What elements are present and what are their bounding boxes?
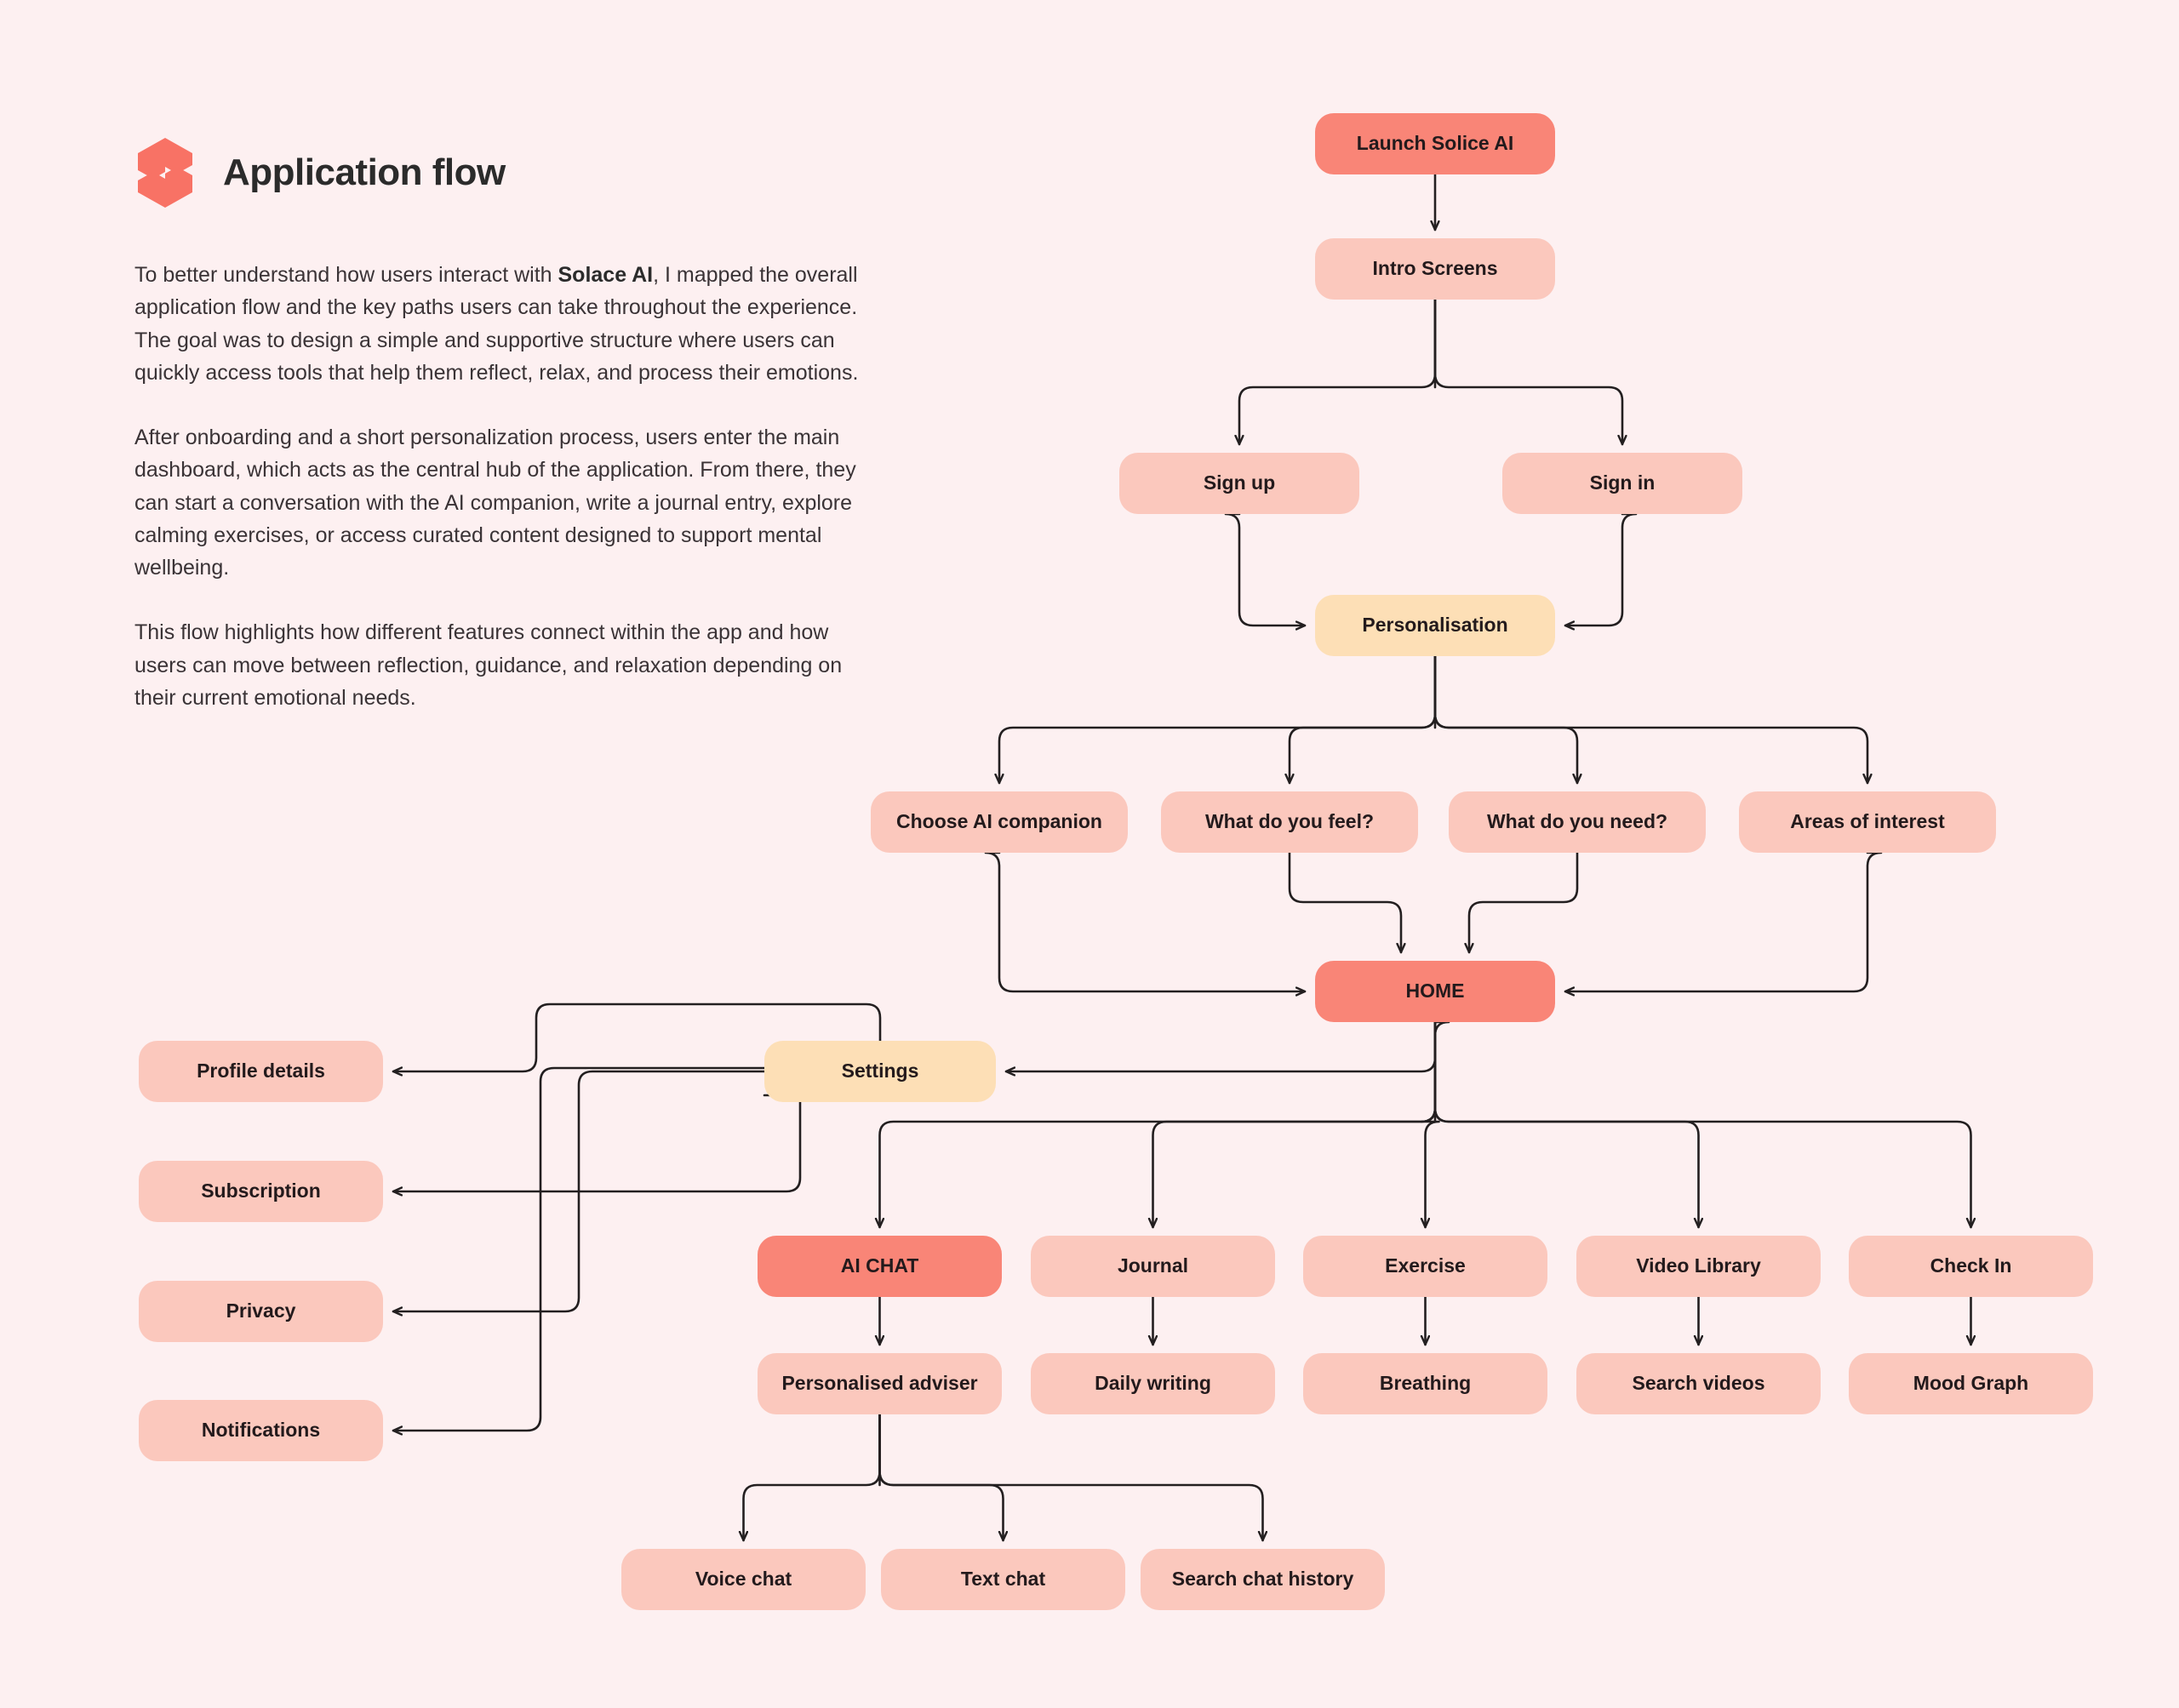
flow-node-label: Notifications [202,1420,320,1441]
flow-edge [1435,656,1577,783]
flow-edge [393,1095,800,1191]
flow-node-aichat[interactable]: AI CHAT [758,1236,1002,1297]
flow-node-label: Settings [842,1060,919,1082]
flow-node-label: Personalised adviser [781,1373,977,1394]
flow-node-label: Search chat history [1172,1568,1353,1590]
flow-node-companion[interactable]: Choose AI companion [871,791,1128,853]
flow-node-moodgraph[interactable]: Mood Graph [1849,1353,2093,1414]
flow-node-interest[interactable]: Areas of interest [1739,791,1996,853]
flow-node-exercise[interactable]: Exercise [1303,1236,1547,1297]
flow-edge [880,1414,1263,1540]
flow-node-textchat[interactable]: Text chat [881,1549,1125,1610]
flow-edge [1565,853,1881,991]
flow-node-intro[interactable]: Intro Screens [1315,238,1555,300]
flow-node-label: Mood Graph [1913,1373,2028,1394]
flow-node-profile[interactable]: Profile details [139,1041,383,1102]
flow-node-settings[interactable]: Settings [764,1041,996,1102]
flow-node-chathistory[interactable]: Search chat history [1141,1549,1385,1610]
flow-node-label: Check In [1930,1255,2012,1277]
flow-node-label: Choose AI companion [896,811,1102,832]
flow-edge [999,656,1435,783]
flow-node-label: Intro Screens [1373,258,1498,279]
flow-node-label: Sign up [1204,472,1275,494]
flow-node-adviser[interactable]: Personalised adviser [758,1353,1002,1414]
flow-node-label: Video Library [1636,1255,1761,1277]
flow-edge [1290,853,1401,952]
flow-node-label: Subscription [201,1180,321,1202]
flow-edge [1469,853,1577,952]
flow-edge [1006,1022,1449,1071]
flow-node-notifications[interactable]: Notifications [139,1400,383,1461]
flow-node-label: HOME [1406,980,1465,1002]
flow-node-subscription[interactable]: Subscription [139,1161,383,1222]
flow-edge [1421,1022,1439,1227]
flow-edge [1435,300,1622,444]
flow-edge [744,1414,880,1540]
flow-node-label: Daily writing [1095,1373,1211,1394]
flow-node-personal[interactable]: Personalisation [1315,595,1555,656]
flow-node-checkin[interactable]: Check In [1849,1236,2093,1297]
flow-node-label: Launch Solice AI [1357,133,1513,154]
flow-edge [986,853,1305,991]
flow-edge [880,1414,1004,1540]
flow-node-label: Exercise [1385,1255,1466,1277]
flow-node-label: Profile details [197,1060,325,1082]
flow-node-videolib[interactable]: Video Library [1576,1236,1821,1297]
flow-edge [1435,1022,1699,1227]
flow-node-label: Privacy [226,1300,296,1322]
flow-node-label: Sign in [1590,472,1656,494]
flow-node-home[interactable]: HOME [1315,961,1555,1022]
flow-node-breathing[interactable]: Breathing [1303,1353,1547,1414]
flow-node-launch[interactable]: Launch Solice AI [1315,113,1555,174]
flow-node-label: Search videos [1633,1373,1765,1394]
flow-edge [1435,1022,1971,1227]
flow-node-daily[interactable]: Daily writing [1031,1353,1275,1414]
flow-node-signin[interactable]: Sign in [1502,453,1742,514]
flow-node-searchvid[interactable]: Search videos [1576,1353,1821,1414]
flow-node-signup[interactable]: Sign up [1119,453,1359,514]
flow-node-label: AI CHAT [841,1255,919,1277]
flow-node-voicechat[interactable]: Voice chat [621,1549,866,1610]
flow-edge [1153,1022,1436,1227]
flow-edge [1239,300,1435,444]
flow-node-need[interactable]: What do you need? [1449,791,1706,853]
flow-node-label: Areas of interest [1790,811,1945,832]
flow-edge [1435,656,1867,783]
flow-node-label: Text chat [961,1568,1045,1590]
flow-node-label: Breathing [1380,1373,1471,1394]
flow-node-label: What do you need? [1487,811,1667,832]
flow-edge [1226,514,1305,626]
flow-node-label: Journal [1118,1255,1188,1277]
flow-node-privacy[interactable]: Privacy [139,1281,383,1342]
flow-node-label: Voice chat [695,1568,792,1590]
flow-edge [1290,656,1435,783]
flow-node-label: Personalisation [1362,614,1507,636]
flow-node-label: What do you feel? [1205,811,1374,832]
flow-node-feel[interactable]: What do you feel? [1161,791,1418,853]
flow-edge [1565,514,1636,626]
flow-node-journal[interactable]: Journal [1031,1236,1275,1297]
